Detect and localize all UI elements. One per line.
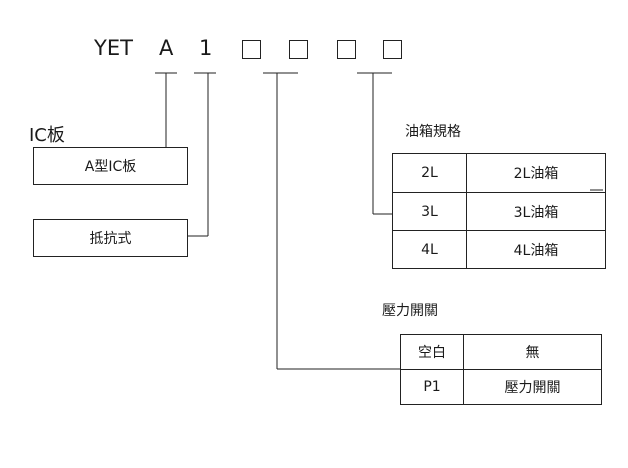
table-row: P1 壓力開關	[400, 369, 602, 405]
pressure-code-cell: 空白	[400, 334, 464, 370]
tank-code-cell: 2L	[392, 153, 467, 193]
tank-code-cell: 3L	[392, 192, 467, 231]
table-row: 2L 2L油箱	[392, 153, 606, 193]
code-number: 1	[199, 36, 213, 60]
code-prefix: YET	[94, 36, 133, 60]
pressure-switch-table: 空白 無 P1 壓力開關	[400, 334, 602, 405]
pressure-desc-cell: 無	[463, 334, 602, 370]
code-slot-3	[337, 40, 356, 59]
tank-code-cell: 4L	[392, 230, 467, 269]
table-row: 3L 3L油箱	[392, 192, 606, 231]
table-row: 空白 無	[400, 334, 602, 370]
pressure-code-cell: P1	[400, 369, 464, 405]
table-row: 4L 4L油箱	[392, 230, 606, 269]
code-letter: A	[159, 36, 174, 60]
code-slot-2	[289, 40, 308, 59]
tank-spec-table: 2L 2L油箱 3L 3L油箱 4L 4L油箱	[392, 153, 606, 269]
ic-board-heading: IC板	[29, 125, 65, 146]
pressure-desc-cell: 壓力開關	[463, 369, 602, 405]
ic-board-option-label: A型IC板	[84, 159, 137, 175]
ic-board-option: A型IC板	[33, 147, 188, 185]
resistance-option-label: 抵抗式	[89, 231, 132, 247]
tank-spec-heading: 油箱規格	[405, 124, 461, 140]
tank-desc-cell: 4L油箱	[466, 230, 606, 269]
code-slot-4	[383, 40, 402, 59]
resistance-option: 抵抗式	[33, 219, 188, 257]
tank-desc-cell: 2L油箱	[466, 153, 606, 193]
tank-desc-cell: 3L油箱	[466, 192, 606, 231]
code-slot-1	[242, 40, 261, 59]
pressure-switch-heading: 壓力開關	[382, 303, 438, 319]
